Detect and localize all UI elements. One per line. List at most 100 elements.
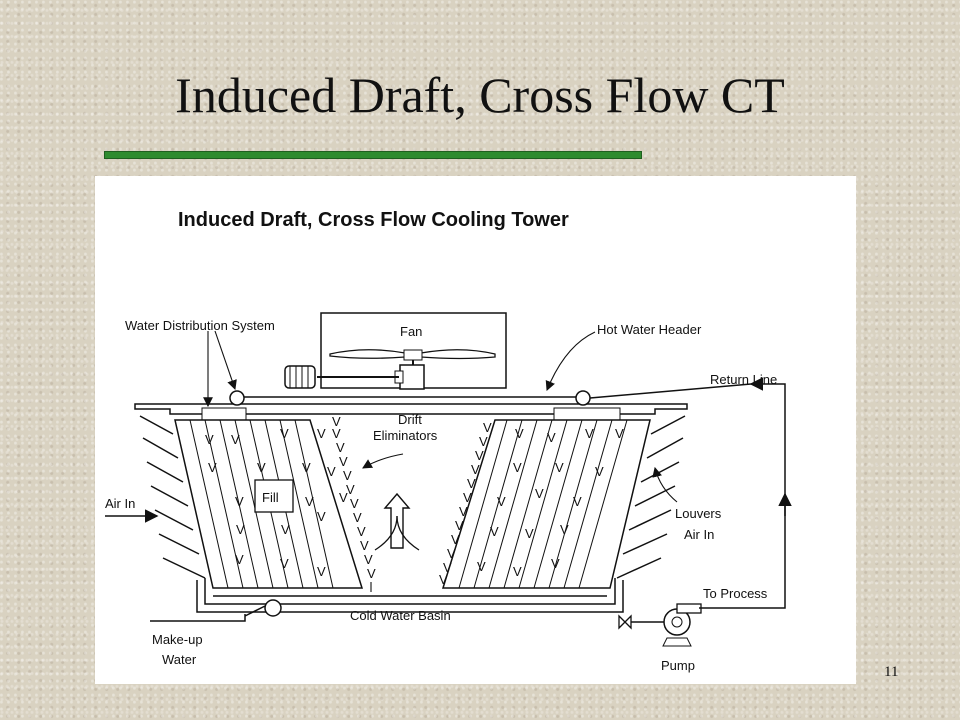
svg-text:V: V <box>360 538 369 553</box>
distribution-basin-right <box>553 407 621 421</box>
slide-title: Induced Draft, Cross Flow CT <box>175 67 785 123</box>
svg-text:V: V <box>205 432 214 447</box>
svg-text:V: V <box>555 460 564 475</box>
svg-text:V: V <box>305 494 314 509</box>
top-deck <box>134 403 688 415</box>
svg-text:V: V <box>236 522 245 537</box>
svg-text:V: V <box>615 426 624 441</box>
fan-icon <box>329 349 496 372</box>
svg-text:V: V <box>350 496 359 511</box>
valve-right-icon <box>575 390 591 406</box>
svg-text:V: V <box>573 494 582 509</box>
svg-text:V: V <box>515 426 524 441</box>
svg-text:V: V <box>477 559 486 574</box>
svg-text:V: V <box>332 414 341 429</box>
fill-label-box <box>254 479 294 513</box>
svg-text:V: V <box>551 556 560 571</box>
distribution-basin-left <box>201 407 247 421</box>
svg-text:V: V <box>332 426 341 441</box>
svg-text:V: V <box>343 468 352 483</box>
svg-text:V: V <box>317 426 326 441</box>
svg-text:V: V <box>336 440 345 455</box>
svg-text:V: V <box>447 546 456 561</box>
label-to-process: To Process <box>703 586 768 601</box>
svg-text:V: V <box>280 556 289 571</box>
label-fill: Fill <box>262 490 279 505</box>
drift-eliminators-right: VV VV VV VV VV VV <box>439 420 492 587</box>
svg-text:V: V <box>302 460 311 475</box>
svg-text:V: V <box>235 494 244 509</box>
svg-text:V: V <box>346 482 355 497</box>
svg-text:V: V <box>513 460 522 475</box>
motor-icon <box>284 365 316 389</box>
svg-text:V: V <box>483 420 492 435</box>
gearbox-icon <box>394 364 425 390</box>
label-air-in-right: Air In <box>684 527 714 542</box>
return-to-header-pipe <box>589 383 752 399</box>
label-louvers: Louvers <box>675 506 722 521</box>
diagram-panel: Induced Draft, Cross Flow Cooling Tower <box>95 176 856 684</box>
svg-text:V: V <box>455 518 464 533</box>
svg-text:V: V <box>547 430 556 445</box>
louvers-right <box>616 415 686 579</box>
svg-text:V: V <box>497 494 506 509</box>
svg-text:V: V <box>479 434 488 449</box>
svg-text:V: V <box>231 432 240 447</box>
fan-housing <box>320 312 507 389</box>
label-pump: Pump <box>661 658 695 673</box>
svg-text:V: V <box>490 524 499 539</box>
svg-text:V: V <box>595 464 604 479</box>
valve-left-icon <box>229 390 245 406</box>
svg-text:V: V <box>463 490 472 505</box>
makeup-water-line <box>150 614 246 622</box>
svg-text:V: V <box>235 552 244 567</box>
svg-text:V: V <box>281 522 290 537</box>
air-up-arrow-icon <box>374 492 420 551</box>
svg-text:V: V <box>467 476 476 491</box>
svg-text:V: V <box>317 564 326 579</box>
svg-text:V: V <box>513 564 522 579</box>
cold-water-basin <box>196 578 624 613</box>
cooling-tower-diagram: Induced Draft, Cross Flow Cooling Tower <box>105 209 792 673</box>
svg-text:V: V <box>280 426 289 441</box>
title-underline <box>104 151 642 159</box>
label-water-distribution-system: Water Distribution System <box>125 318 275 333</box>
float-valve-icon <box>244 599 282 617</box>
label-drift-eliminators-1: Drift <box>398 412 422 427</box>
label-air-in-left: Air In <box>105 496 135 511</box>
label-drift-eliminators-2: Eliminators <box>373 428 438 443</box>
svg-text:V: V <box>357 524 366 539</box>
svg-text:V: V <box>367 566 376 581</box>
svg-text:V: V <box>535 486 544 501</box>
svg-text:V: V <box>339 454 348 469</box>
label-fan: Fan <box>400 324 422 339</box>
label-hot-water-header: Hot Water Header <box>597 322 702 337</box>
svg-text:V: V <box>459 504 468 519</box>
label-return-line: Return Line <box>710 372 777 387</box>
drift-eliminators-left: VV VV VV VV VV VV <box>332 414 376 581</box>
svg-text:V: V <box>525 526 534 541</box>
label-makeup-water-1: Make-up <box>152 632 203 647</box>
return-line-pipe <box>699 377 786 609</box>
svg-text:V: V <box>451 532 460 547</box>
pump-icon <box>662 603 702 647</box>
diagram-title: Induced Draft, Cross Flow Cooling Tower <box>178 209 569 231</box>
svg-text:V: V <box>439 572 448 587</box>
page-number: 11 <box>884 664 899 680</box>
svg-text:V: V <box>443 560 452 575</box>
svg-text:V: V <box>364 552 373 567</box>
svg-text:V: V <box>257 460 266 475</box>
svg-text:V: V <box>353 510 362 525</box>
svg-text:V: V <box>585 426 594 441</box>
svg-text:V: V <box>327 464 336 479</box>
leader-lines <box>203 330 678 592</box>
svg-text:V: V <box>475 448 484 463</box>
svg-text:V: V <box>339 490 348 505</box>
svg-text:V: V <box>560 522 569 537</box>
svg-text:V: V <box>471 462 480 477</box>
valve-icon <box>618 614 632 630</box>
label-cold-water-basin: Cold Water Basin <box>350 608 451 623</box>
label-makeup-water-2: Water <box>162 652 197 667</box>
svg-text:V: V <box>208 460 217 475</box>
